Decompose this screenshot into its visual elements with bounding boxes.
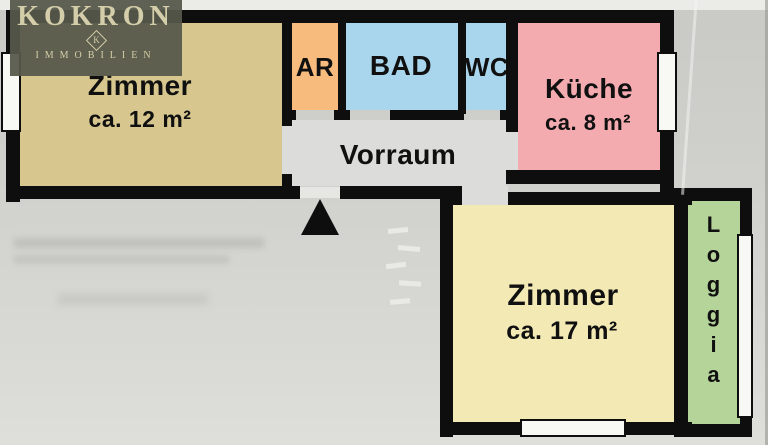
room-vorraum-label: Vorraum: [339, 139, 457, 170]
wall-bad-wc: [458, 22, 466, 114]
brand-monogram: K: [92, 35, 100, 45]
kueche-door-opening: [506, 132, 518, 170]
room-zimmer12-area: ca. 12 m²: [88, 106, 192, 132]
room-zimmer17-area: ca. 17 m²: [506, 317, 618, 345]
faint-stamp-smudge: [14, 255, 229, 264]
window-kueche-right: [657, 52, 677, 132]
window-zimmer17-bottom: [520, 419, 626, 437]
wall-zimmer17-top-right: [508, 192, 692, 205]
wall-wc-kueche: [506, 22, 518, 132]
faint-stamp-smudge: [14, 238, 264, 248]
brand-diamond-icon: K: [85, 29, 107, 52]
wall-zimmer12-vorraum-lower: [282, 174, 292, 186]
white-scratch-mark: [389, 298, 411, 305]
room-zimmer17-label: Zimmer: [507, 279, 619, 312]
faint-smudge: [58, 294, 208, 305]
room-zimmer17-floor: [453, 205, 674, 422]
room-ar-label: AR: [295, 52, 335, 82]
wall-zimmer12-ar: [282, 22, 292, 118]
kokron-logo: KOKRON K IMMOBILIEN: [10, 0, 182, 76]
paper-crease: [681, 0, 698, 195]
wall-loggia-bottom: [674, 424, 752, 437]
white-scratch-mark: [385, 261, 407, 270]
room-kueche-label: Küche: [544, 73, 634, 104]
paper-right-edge: [765, 0, 768, 445]
white-scratch-mark: [387, 226, 409, 235]
paper-top-edge: [0, 0, 768, 10]
zimmer12-door-opening: [282, 126, 292, 174]
white-scratch-mark: [398, 280, 422, 287]
room-ar-floor: [292, 23, 338, 110]
wall-ar-bad: [338, 22, 346, 114]
room-loggia-floor: [688, 201, 740, 424]
wall-zimmer17-loggia: [674, 188, 688, 437]
white-scratch-mark: [397, 245, 421, 252]
wall-hall-top-seg2: [334, 110, 350, 120]
room-bad-label: BAD: [369, 50, 433, 81]
room-kueche-floor: [518, 23, 660, 170]
wall-hall-top-seg3: [390, 110, 464, 120]
vorraum-passage: [462, 186, 508, 206]
brand-subtitle: IMMOBILIEN: [35, 50, 157, 61]
room-wc-floor: [466, 23, 506, 110]
wall-hall-top-seg1: [282, 110, 296, 120]
room-bad-floor: [346, 23, 458, 110]
brand-name: KOKRON: [17, 1, 175, 32]
room-wc-label: WC: [464, 52, 510, 82]
room-vorraum-floor: [292, 120, 506, 186]
wall-kueche-bottom: [506, 170, 674, 184]
room-kueche-area: ca. 8 m²: [545, 110, 631, 135]
window-loggia-right: [737, 234, 753, 418]
wall-hall-top-seg4: [500, 110, 518, 120]
room-loggia-label: Loggia: [701, 212, 726, 392]
wall-zimmer17-left: [440, 192, 453, 437]
wall-vorraum-bottom: [340, 186, 462, 199]
wall-zimmer12-bottom: [6, 186, 300, 199]
entrance-arrow-icon: [301, 199, 339, 235]
entrance-door-gap: [300, 187, 340, 198]
